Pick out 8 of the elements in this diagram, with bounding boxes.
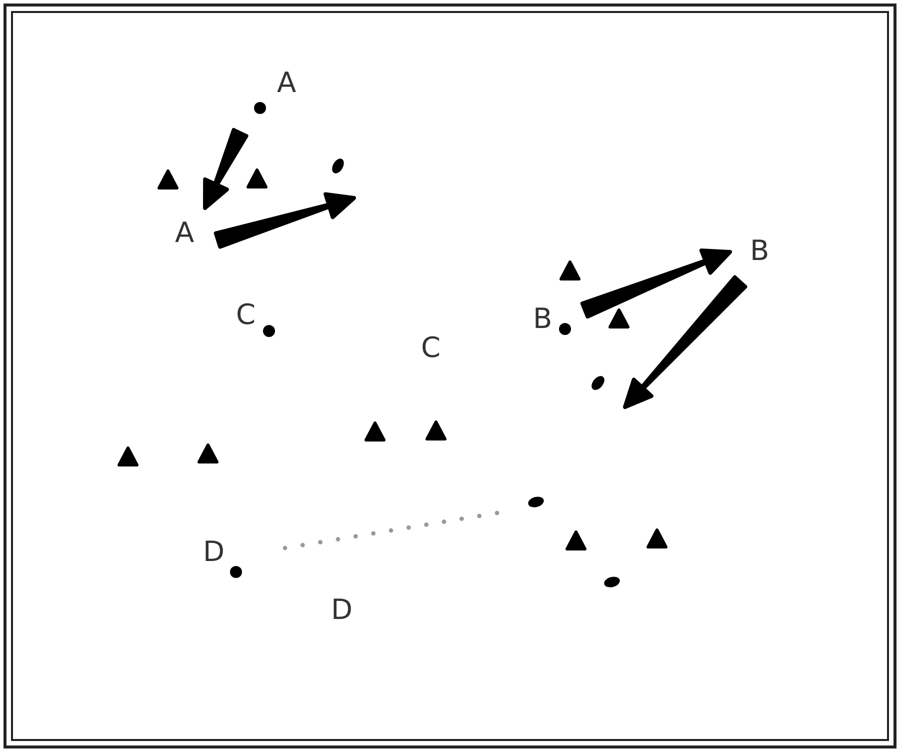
point-label: B bbox=[533, 304, 552, 334]
point-label: D bbox=[331, 595, 353, 625]
point-label: B bbox=[750, 236, 770, 266]
point-label: C bbox=[236, 300, 256, 330]
point-label: A bbox=[175, 218, 194, 248]
point-label: C bbox=[421, 333, 441, 363]
point-label: D bbox=[203, 537, 225, 567]
point-label: A bbox=[277, 68, 296, 98]
